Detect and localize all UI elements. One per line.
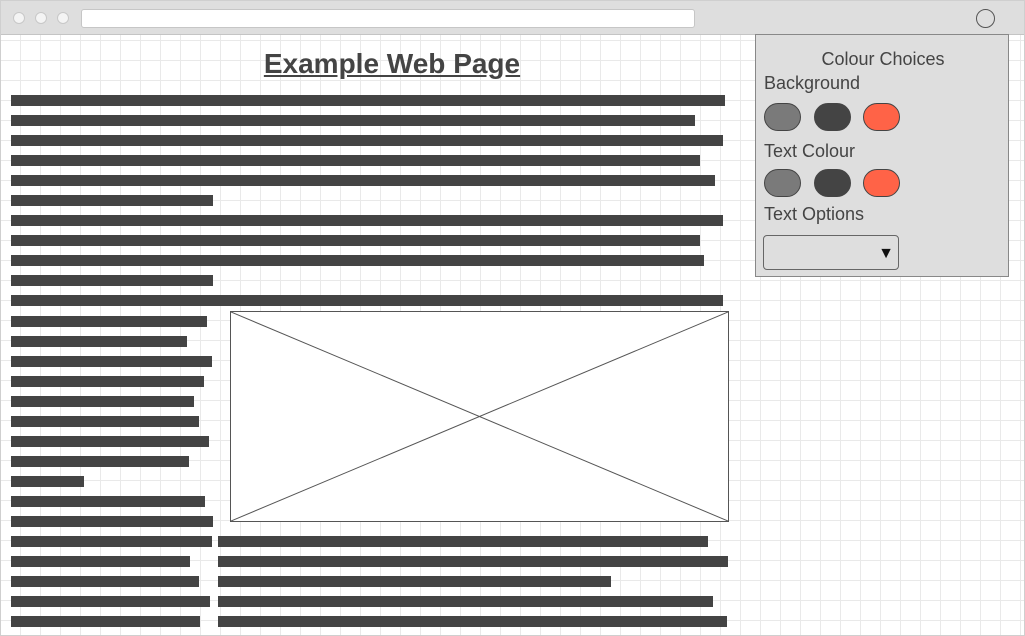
text-colour-label: Text Colour [764, 141, 856, 161]
text-line [218, 576, 611, 587]
text-line [11, 556, 190, 567]
text-line [11, 115, 695, 126]
text-line [11, 95, 725, 106]
text-line [218, 536, 708, 547]
panel-title: Colour Choices [821, 49, 945, 69]
text-line [11, 396, 194, 407]
window-maximize-button[interactable] [57, 12, 69, 24]
background-dark-swatch[interactable] [814, 103, 851, 131]
text-line [11, 135, 723, 146]
text-line [11, 616, 200, 627]
text-line [11, 496, 205, 507]
background-label: Background [764, 73, 861, 93]
text-options-select[interactable]: ▼ [763, 235, 899, 270]
text-line [11, 516, 213, 527]
text-line [11, 275, 213, 286]
colour-choices-panel: Colour Choices Background Text Colour Te… [755, 34, 1009, 277]
text-line [11, 596, 210, 607]
text-line [218, 556, 728, 567]
text-line [11, 235, 700, 246]
text-line [11, 255, 704, 266]
text-line [11, 336, 187, 347]
text-line [11, 356, 212, 367]
text-line [11, 295, 723, 306]
text-colour-orange-swatch[interactable] [863, 169, 900, 197]
text-line [11, 175, 715, 186]
background-orange-swatch[interactable] [863, 103, 900, 131]
text-line [11, 155, 700, 166]
text-line [218, 616, 727, 627]
background-grey-swatch[interactable] [764, 103, 801, 131]
browser-toolbar [1, 1, 1024, 35]
text-options-label: Text Options [764, 204, 865, 224]
text-line [218, 596, 713, 607]
text-line [11, 536, 212, 547]
profile-icon[interactable] [976, 9, 995, 28]
text-line [11, 316, 207, 327]
address-bar[interactable] [81, 9, 695, 28]
window-close-button[interactable] [13, 12, 25, 24]
text-line [11, 476, 84, 487]
chevron-down-icon: ▼ [878, 245, 894, 262]
page-title: Example Web Page [263, 48, 521, 79]
text-colour-dark-swatch[interactable] [814, 169, 851, 197]
text-line [11, 195, 213, 206]
text-colour-grey-swatch[interactable] [764, 169, 801, 197]
window-minimize-button[interactable] [35, 12, 47, 24]
text-line [11, 416, 199, 427]
text-line [11, 456, 189, 467]
text-line [11, 215, 723, 226]
image-placeholder-cross [231, 312, 728, 521]
text-line [11, 576, 199, 587]
text-line [11, 376, 204, 387]
text-line [11, 436, 209, 447]
image-placeholder [230, 311, 729, 522]
